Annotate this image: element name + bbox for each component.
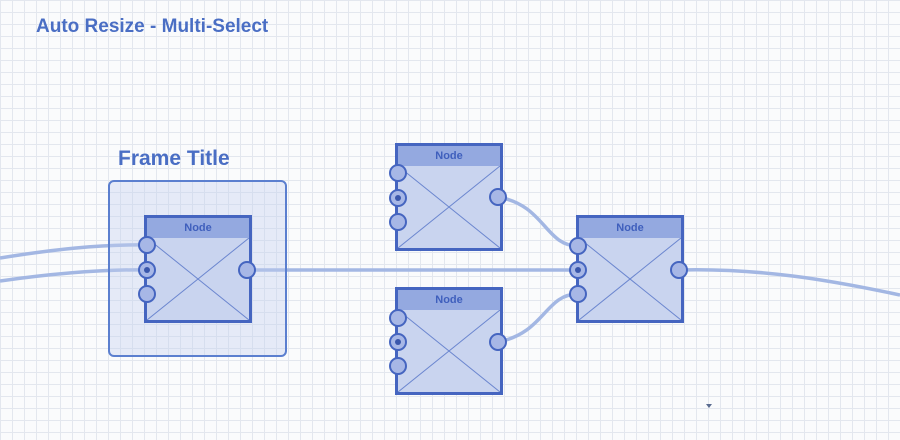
frame-node-input-port-2[interactable] (138, 261, 156, 279)
placeholder-cross-icon (579, 238, 681, 320)
placeholder-cross-icon (398, 166, 500, 248)
top-node-input-port-2[interactable] (389, 189, 407, 207)
page-title: Auto Resize - Multi-Select (36, 16, 269, 37)
right-node-input-port-2[interactable] (569, 261, 587, 279)
bottom-node-output-port[interactable] (489, 333, 507, 351)
bottom-node[interactable]: Node (395, 287, 503, 395)
top-node-output-port[interactable] (489, 188, 507, 206)
node-body (147, 238, 249, 320)
bottom-node-input-port-1[interactable] (389, 309, 407, 327)
frame-node-input-port-1[interactable] (138, 236, 156, 254)
node-header: Node (579, 218, 681, 238)
top-node[interactable]: Node (395, 143, 503, 251)
cursor-marker-icon (706, 404, 712, 408)
right-node-input-port-3[interactable] (569, 285, 587, 303)
frame-node-input-port-3[interactable] (138, 285, 156, 303)
node-body (398, 310, 500, 392)
node-body (398, 166, 500, 248)
wire-external-to-frame-node-middle (0, 268, 148, 283)
top-node-input-port-1[interactable] (389, 164, 407, 182)
node-header: Node (398, 146, 500, 166)
wire-top-node-to-right-node (497, 195, 579, 248)
right-node-output-port[interactable] (670, 261, 688, 279)
top-node-input-port-3[interactable] (389, 213, 407, 231)
node-header: Node (147, 218, 249, 238)
frame-title[interactable]: Frame Title (118, 147, 230, 170)
placeholder-cross-icon (398, 310, 500, 392)
frame-node[interactable]: Node (144, 215, 252, 323)
node-header: Node (398, 290, 500, 310)
placeholder-cross-icon (147, 238, 249, 320)
wire-bottom-node-to-right-node (497, 292, 579, 344)
wire-external-to-frame-node-top (0, 243, 148, 260)
right-node[interactable]: Node (576, 215, 684, 323)
right-node-input-port-1[interactable] (569, 237, 587, 255)
frame-node-output-port[interactable] (238, 261, 256, 279)
wire-right-node-output (678, 268, 900, 297)
bottom-node-input-port-2[interactable] (389, 333, 407, 351)
bottom-node-input-port-3[interactable] (389, 357, 407, 375)
node-body (579, 238, 681, 320)
frame-container[interactable] (108, 180, 287, 357)
